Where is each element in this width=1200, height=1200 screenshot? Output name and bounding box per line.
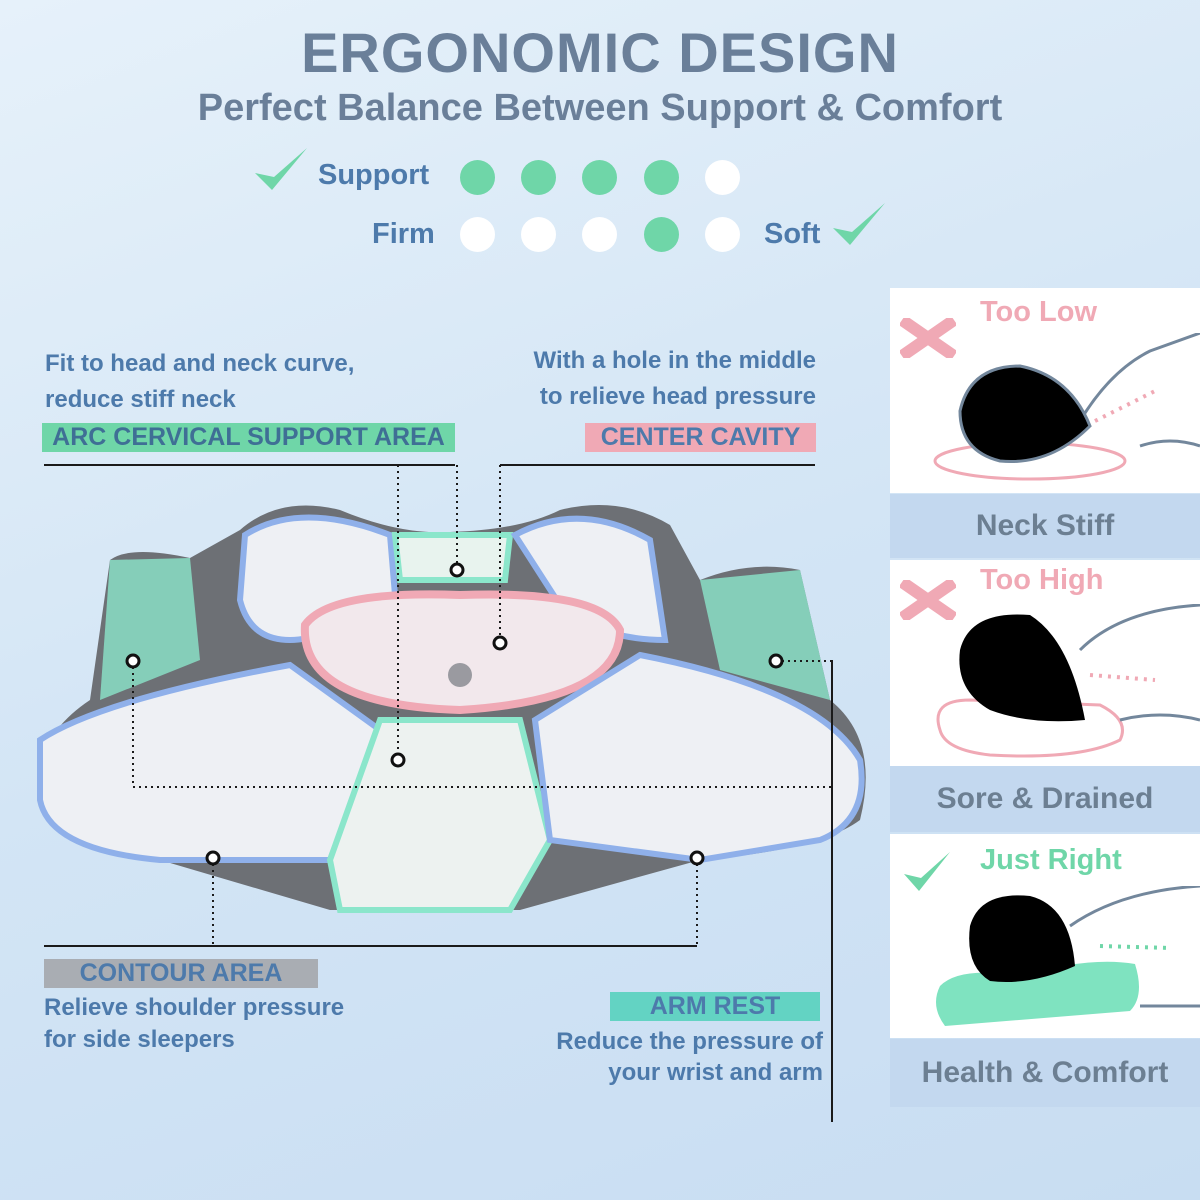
rating-dot-empty xyxy=(582,217,617,252)
rating-dot-empty xyxy=(521,217,556,252)
sore-drained-label: Sore & Drained xyxy=(890,766,1200,832)
rating-dot-filled xyxy=(582,160,617,195)
rating-dot-filled xyxy=(644,217,679,252)
x-icon xyxy=(900,580,956,620)
soft-label: Soft xyxy=(764,218,821,250)
page-title: ERGONOMIC DESIGN xyxy=(301,21,899,84)
rating-dot-empty xyxy=(460,217,495,252)
arc-desc: Fit to head and neck curve,reduce stiff … xyxy=(45,350,355,413)
too-low-title: Too Low xyxy=(980,296,1098,328)
rating-dot-filled xyxy=(521,160,556,195)
armrest-tag: ARM REST xyxy=(610,992,820,1021)
sleeper-too-low-icon xyxy=(933,333,1200,481)
center-tag: CENTER CAVITY xyxy=(585,423,816,452)
health-comfort-label: Health & Comfort xyxy=(890,1039,1200,1107)
too-high-card: Too High xyxy=(890,560,1200,766)
too-high-title: Too High xyxy=(980,564,1104,596)
callout-lines xyxy=(44,464,833,1122)
rating-dot-empty xyxy=(705,160,740,195)
rating-dot-filled xyxy=(644,160,679,195)
support-label: Support xyxy=(318,159,430,191)
sleeper-just-right-icon xyxy=(936,886,1200,1026)
just-right-title: Just Right xyxy=(980,844,1122,876)
arc-tag: ARC CERVICAL SUPPORT AREA xyxy=(42,423,455,452)
page-subtitle: Perfect Balance Between Support & Comfor… xyxy=(197,87,1003,129)
rating-dot-filled xyxy=(460,160,495,195)
just-right-card: Just Right xyxy=(890,834,1200,1038)
x-icon xyxy=(900,318,956,358)
firm-label: Firm xyxy=(372,218,435,250)
check-icon xyxy=(904,852,950,891)
sleeper-too-high-icon xyxy=(936,604,1200,758)
too-low-card: Too Low xyxy=(890,288,1200,493)
check-icon xyxy=(255,148,307,190)
check-icon xyxy=(833,203,885,245)
neck-stiff-label: Neck Stiff xyxy=(890,494,1200,558)
pillow-illustration xyxy=(37,505,866,913)
rating-dot-empty xyxy=(705,217,740,252)
contour-tag: CONTOUR AREA xyxy=(44,959,318,988)
